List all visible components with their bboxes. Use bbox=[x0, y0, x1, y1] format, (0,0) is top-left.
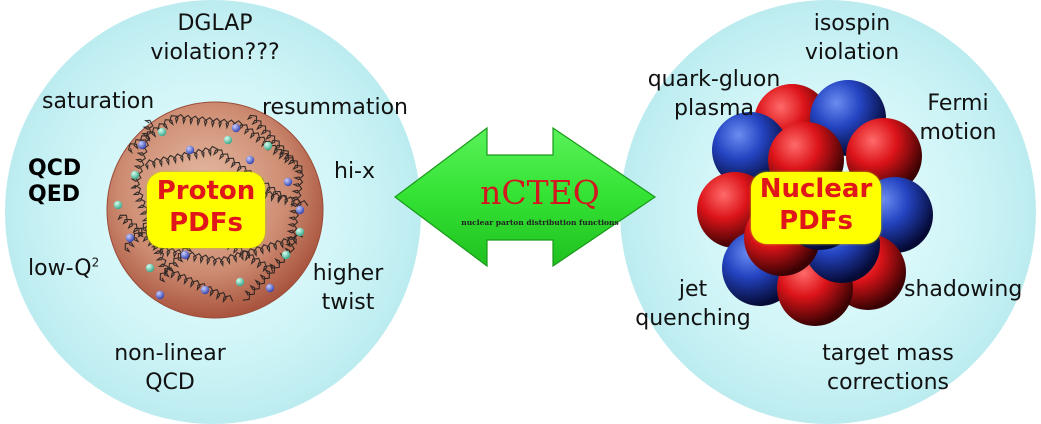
parton-green-dot bbox=[157, 127, 167, 137]
label-fermi-line-2: motion bbox=[919, 119, 997, 145]
parton-green-dot bbox=[113, 200, 123, 210]
label-tmc-line-1: target mass bbox=[822, 341, 954, 366]
label-dglap-line-2: violation??? bbox=[150, 39, 280, 65]
parton-blue-dot bbox=[231, 123, 241, 133]
label-jet-line-1: jet bbox=[678, 277, 708, 302]
proton-badge-line-1: Proton bbox=[156, 176, 256, 206]
label-non-linear-line-1: non-linear bbox=[114, 341, 226, 366]
label-isospin-violation: isospin violation bbox=[796, 10, 908, 67]
label-low-q2: low-Q2 bbox=[28, 255, 99, 284]
nuclear-badge-line-2: PDFs bbox=[779, 205, 853, 236]
parton-blue-dot bbox=[283, 177, 293, 187]
parton-green-dot bbox=[235, 277, 245, 287]
label-qgp-line-1: quark-gluon bbox=[647, 67, 781, 92]
parton-blue-dot bbox=[265, 283, 275, 293]
label-saturation: saturation bbox=[42, 89, 155, 114]
parton-blue-dot bbox=[245, 155, 255, 165]
ncteq-subtitle: nuclear parton distribution functions bbox=[461, 218, 619, 227]
label-dglap-line-1: DGLAP bbox=[177, 11, 253, 36]
label-non-linear-line-2: QCD bbox=[145, 369, 195, 395]
parton-green-dot bbox=[263, 141, 273, 151]
label-higher-twist-line-2: twist bbox=[321, 289, 375, 315]
label-qed: QED bbox=[28, 182, 80, 207]
proton-pdfs-badge: Proton PDFs bbox=[147, 172, 265, 248]
neutron-nucleon-ball bbox=[712, 112, 788, 188]
parton-blue-dot bbox=[137, 140, 147, 150]
parton-green-dot bbox=[281, 250, 291, 260]
parton-blue-dot bbox=[295, 205, 305, 215]
label-hi-x: hi-x bbox=[334, 159, 376, 184]
label-qgp-line-2: plasma bbox=[674, 95, 754, 121]
label-isospin-line-1: isospin bbox=[813, 11, 891, 36]
label-tmc-line-2: corrections bbox=[826, 369, 949, 395]
label-shadowing: shadowing bbox=[904, 277, 1023, 302]
parton-green-dot bbox=[295, 227, 305, 237]
label-jet-quenching: jet quenching bbox=[634, 276, 752, 333]
label-target-mass-corrections: target mass corrections bbox=[812, 340, 964, 397]
nuclear-pdfs-badge: Nuclear PDFs bbox=[751, 172, 881, 244]
proton-badge-line-2: PDFs bbox=[169, 207, 243, 238]
gluon-coil bbox=[127, 113, 295, 164]
parton-blue-dot bbox=[125, 233, 135, 243]
label-non-linear-qcd: non-linear QCD bbox=[105, 340, 235, 397]
label-quark-gluon-plasma: quark-gluon plasma bbox=[642, 66, 786, 123]
double-arrow bbox=[394, 126, 657, 268]
parton-blue-dot bbox=[200, 285, 210, 295]
label-dglap-violation: DGLAP violation??? bbox=[140, 10, 290, 67]
label-jet-line-2: quenching bbox=[635, 305, 751, 331]
parton-green-dot bbox=[145, 263, 155, 273]
nuclear-badge-line-1: Nuclear bbox=[759, 174, 873, 204]
parton-green-dot bbox=[130, 170, 140, 180]
gluon-coil bbox=[242, 114, 305, 301]
label-low-q-text: low-Q bbox=[28, 256, 92, 281]
label-resummation: resummation bbox=[262, 95, 408, 120]
label-fermi-line-1: Fermi bbox=[927, 91, 989, 116]
label-qcd: QCD bbox=[28, 156, 82, 181]
parton-blue-dot bbox=[155, 290, 165, 300]
ncteq-title: nCTEQ bbox=[480, 173, 600, 212]
label-fermi-motion: Fermi motion bbox=[912, 90, 1004, 147]
label-higher-twist: higher twist bbox=[306, 260, 390, 317]
parton-green-dot bbox=[223, 135, 233, 145]
label-low-q-superscript: 2 bbox=[91, 255, 100, 270]
label-isospin-line-2: violation bbox=[804, 39, 900, 65]
label-higher-twist-line-1: higher bbox=[312, 261, 384, 286]
parton-blue-dot bbox=[185, 145, 195, 155]
parton-blue-dot bbox=[180, 250, 190, 260]
